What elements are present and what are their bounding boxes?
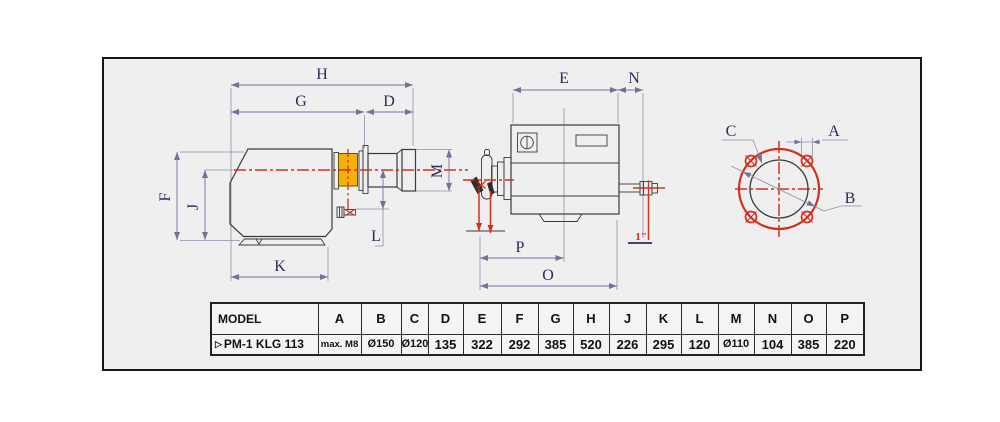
dim-label-K: K: [274, 258, 286, 275]
header-P: P: [825, 302, 865, 335]
level-mark: [255, 238, 263, 245]
header-model: MODEL: [210, 302, 319, 335]
bolt-holes: [744, 154, 814, 224]
flange-inner-circle: [749, 159, 809, 219]
value-D: 135: [427, 333, 464, 356]
burner-base-plate: [237, 238, 326, 246]
header-J: J: [608, 302, 647, 335]
value-J: 226: [608, 333, 647, 356]
dim-label-L: L: [371, 228, 381, 245]
housing-foot: [538, 213, 583, 222]
header-L: L: [680, 302, 719, 335]
photocell-tube: [481, 154, 493, 200]
value-L: 120: [680, 333, 719, 356]
burner-body: [229, 148, 333, 238]
value-N: 104: [753, 333, 792, 356]
dim-label-N: N: [628, 70, 640, 87]
header-H: H: [572, 302, 610, 335]
model-row-marker-icon: ▷: [215, 339, 222, 350]
dim-label-D: D: [383, 93, 395, 110]
table-header-row: MODEL A B C D E F G H J K L M N O P: [210, 302, 865, 335]
control-switch: [517, 132, 538, 153]
dim-label-C: C: [726, 123, 737, 140]
value-A: max. M8: [317, 333, 362, 356]
dim-label-A: A: [828, 123, 840, 140]
header-K: K: [645, 302, 682, 335]
value-K: 295: [645, 333, 682, 356]
model-data-row: ▷PM-1 KLG 113 max. M8 Ø150 Ø120 135 322 …: [210, 333, 865, 356]
dim-label-B: B: [845, 190, 856, 207]
header-B: B: [360, 302, 402, 335]
header-D: D: [427, 302, 464, 335]
dim-label-M: M: [429, 164, 446, 178]
header-C: C: [400, 302, 429, 335]
header-E: E: [462, 302, 502, 335]
value-G: 385: [537, 333, 574, 356]
model-cell: ▷PM-1 KLG 113: [210, 333, 319, 356]
dim-label-J: J: [185, 204, 202, 210]
nameplate: [575, 134, 608, 147]
header-O: O: [790, 302, 827, 335]
value-F: 292: [500, 333, 539, 356]
ignition-electrode: [470, 176, 484, 194]
gas-size-label: 1": [635, 231, 647, 243]
dim-label-H: H: [316, 66, 328, 83]
value-O: 385: [790, 333, 827, 356]
value-H: 520: [572, 333, 610, 356]
dim-label-F: F: [157, 192, 174, 201]
value-C: Ø120: [400, 333, 429, 356]
dim-label-P: P: [516, 239, 525, 256]
spec-table: MODEL A B C D E F G H J K L M N O P ▷PM-…: [210, 302, 865, 356]
rear-view: 1" E N P O: [463, 70, 665, 290]
left-view: H G D F J K L M: [157, 66, 468, 281]
flange-view: B C A: [722, 123, 862, 237]
flange-outer-circle: [737, 147, 821, 231]
dim-label-E: E: [559, 70, 569, 87]
header-N: N: [753, 302, 792, 335]
dim-label-O: O: [542, 267, 554, 284]
header-F: F: [500, 302, 539, 335]
header-M: M: [717, 302, 755, 335]
dim-label-G: G: [295, 93, 307, 110]
value-M: Ø110: [717, 333, 755, 356]
model-name: PM-1 KLG 113: [223, 337, 304, 352]
value-E: 322: [462, 333, 502, 356]
header-A: A: [317, 302, 362, 335]
value-P: 220: [825, 333, 865, 356]
value-B: Ø150: [360, 333, 402, 356]
pilot-valve: [336, 206, 345, 218]
header-G: G: [537, 302, 574, 335]
